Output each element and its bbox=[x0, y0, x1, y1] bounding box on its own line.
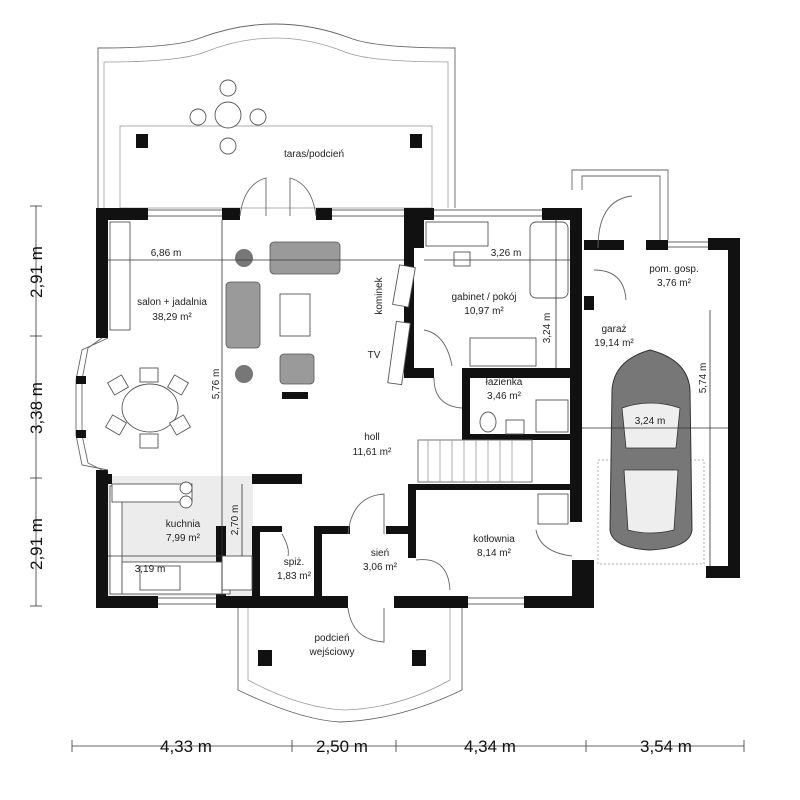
kitchen-furniture bbox=[109, 481, 253, 595]
coffee-table bbox=[279, 293, 311, 337]
windows bbox=[148, 209, 708, 605]
room-area-kuchnia: 7,99 m² bbox=[166, 533, 201, 544]
terrace: taras/podcień bbox=[97, 23, 456, 209]
dim-bottom-4: 3,54 m bbox=[640, 737, 692, 756]
room-area-salon: 38,29 m² bbox=[152, 312, 192, 323]
room-area-gabinet: 10,97 m² bbox=[464, 306, 504, 317]
label-kominek: kominek bbox=[374, 276, 385, 314]
porch-column bbox=[412, 650, 426, 666]
dim-gabinet-width: 3,26 m bbox=[491, 248, 522, 259]
dim-left-1: 2,91 m bbox=[27, 246, 46, 298]
dim-left-3: 2,91 m bbox=[27, 518, 46, 570]
room-label-gabinet: gabinet / pokój bbox=[451, 292, 516, 303]
plant-icon bbox=[235, 365, 253, 383]
room-area-garaz: 19,14 m² bbox=[594, 338, 634, 349]
fireplace bbox=[392, 264, 416, 308]
dim-garaz-width: 3,24 m bbox=[635, 416, 666, 427]
label-tv: TV bbox=[368, 350, 381, 361]
room-area-lazienka: 3,46 m² bbox=[487, 391, 522, 402]
dining-table bbox=[104, 367, 192, 449]
room-area-spiz: 1,83 m² bbox=[277, 571, 312, 582]
terrace-table bbox=[189, 79, 267, 155]
dim-left-2: 3,38 m bbox=[27, 382, 46, 434]
toilet-icon bbox=[479, 411, 497, 433]
entrance-porch: podcień wejściowy bbox=[237, 608, 463, 723]
dim-salon-width: 6,86 m bbox=[151, 248, 182, 259]
inner-dimension-labels: 6,86 m 5,76 m 3,26 m 3,24 m 3,24 m 5,74 … bbox=[135, 248, 709, 575]
room-label-garaz: garaż bbox=[601, 324, 626, 335]
room-label-holl: holl bbox=[364, 432, 380, 443]
room-label-wejsciowy: wejściowy bbox=[308, 647, 354, 658]
room-area-kotlownia: 8,14 m² bbox=[477, 548, 512, 559]
plant-icon bbox=[235, 249, 253, 267]
room-label-spiz: spiż. bbox=[284, 557, 305, 568]
terrace-column bbox=[410, 134, 422, 148]
sink-icon bbox=[139, 565, 181, 591]
living-furniture bbox=[104, 221, 416, 449]
porch-column bbox=[258, 650, 272, 666]
sofa bbox=[225, 281, 261, 349]
car-icon bbox=[597, 349, 705, 565]
dim-bottom-3: 4,34 m bbox=[464, 737, 516, 756]
dim-salon-depth: 5,76 m bbox=[211, 369, 222, 400]
room-label-kuchnia: kuchnia bbox=[166, 519, 201, 530]
outer-dimension-labels: 4,33 m 2,50 m 4,34 m 3,54 m 2,91 m 3,38 … bbox=[27, 246, 692, 756]
room-labels: salon + jadalnia 38,29 m² gabinet / pokó… bbox=[137, 264, 699, 582]
dim-bottom-2: 2,50 m bbox=[316, 737, 368, 756]
shower-icon bbox=[535, 399, 569, 433]
sofa bbox=[269, 241, 341, 275]
washbasin-icon bbox=[505, 419, 525, 435]
dim-gabinet-depth: 3,24 m bbox=[542, 313, 553, 344]
armchair bbox=[279, 353, 315, 385]
room-label-pom-gosp: pom. gosp. bbox=[649, 264, 698, 275]
terrace-column bbox=[136, 134, 148, 148]
tv-unit bbox=[387, 320, 411, 386]
room-area-pom-gosp: 3,76 m² bbox=[657, 278, 692, 289]
dim-bottom-1: 4,33 m bbox=[160, 737, 212, 756]
stairs bbox=[417, 439, 533, 483]
room-area-sien: 3,06 m² bbox=[363, 562, 398, 573]
room-area-holl: 11,61 m² bbox=[353, 447, 392, 458]
room-label-sien: sień bbox=[371, 548, 389, 559]
room-label-salon: salon + jadalnia bbox=[137, 297, 207, 308]
room-label-taras: taras/podcień bbox=[284, 149, 344, 160]
room-label-lazienka: łazienka bbox=[486, 377, 523, 388]
dim-kuchnia-width: 3,19 m bbox=[135, 564, 166, 575]
study-furniture bbox=[425, 221, 569, 435]
boiler-icon bbox=[537, 493, 569, 525]
room-label-podcien: podcień bbox=[314, 633, 349, 644]
outer-dimensions bbox=[30, 205, 745, 752]
dim-garaz-depth: 5,74 m bbox=[698, 363, 709, 394]
stove-icon bbox=[221, 555, 253, 591]
room-label-kotlownia: kotłownia bbox=[473, 534, 515, 545]
doors bbox=[239, 169, 669, 643]
inner-dimensions bbox=[108, 220, 728, 596]
dim-kuchnia-depth: 2,70 m bbox=[230, 505, 241, 536]
